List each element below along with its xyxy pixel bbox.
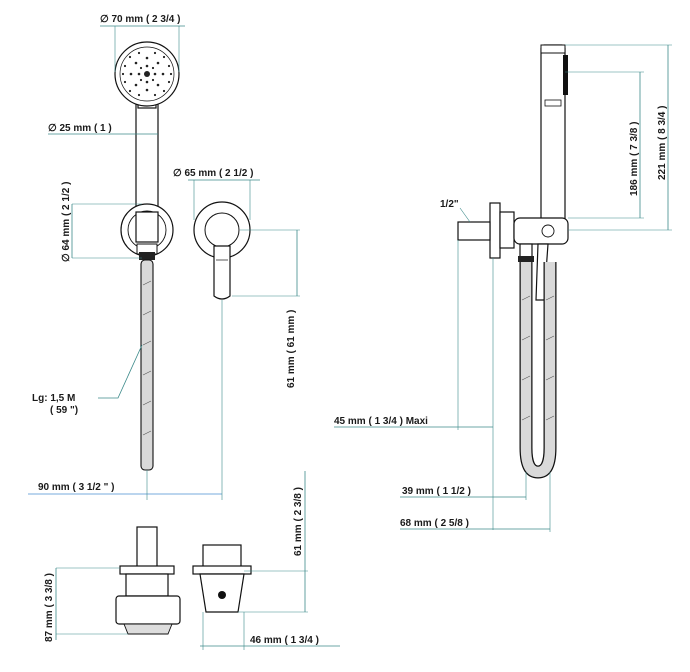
spacing-label: 90 mm ( 3 1/2 " ) <box>38 482 114 493</box>
holder-diameter-label: ∅ 64 mm ( 2 1/2 ) <box>61 182 72 262</box>
dimension-lines <box>28 25 672 650</box>
head-diameter-label: ∅ 70 mm ( 2 3/4 ) <box>100 14 180 25</box>
head-height-label: 186 mm ( 7 3/8 ) <box>629 122 640 196</box>
hose-length-label: Lg: 1,5 M <box>32 393 75 404</box>
hose-texture <box>142 280 152 436</box>
total-height-label: 221 mm ( 8 3/4 ) <box>657 106 668 180</box>
bottom-height-label: 61 mm ( 2 3/8 ) <box>293 487 304 556</box>
wall-outlet-front-view <box>193 201 251 300</box>
shower-head-nozzles <box>121 51 173 97</box>
outlet-depth-label: 61 mm ( 61 mm ) <box>286 310 297 388</box>
max-offset-label: 45 mm ( 1 3/4 ) Maxi <box>334 416 428 427</box>
total-depth-label: 68 mm ( 2 5/8 ) <box>400 518 469 529</box>
bottom-depth-label: 46 mm ( 1 3/4 ) <box>250 635 319 646</box>
bottom-total-label: 87 mm ( 3 3/8 ) <box>44 573 55 642</box>
thread-label: 1/2" <box>440 199 459 210</box>
bottom-view <box>115 526 252 635</box>
bottom-outlet <box>192 544 252 613</box>
side-view <box>457 44 569 479</box>
flange-diameter-label: ∅ 65 mm ( 2 1/2 ) <box>173 168 253 179</box>
handle-diameter-label: ∅ 25 mm ( 1 ) <box>48 123 112 134</box>
hose-length-inch-label: ( 59 ") <box>50 405 78 416</box>
hose-offset-label: 39 mm ( 1 1/2 ) <box>402 486 471 497</box>
hand-shower-front-view <box>114 41 180 471</box>
dimension-labels: ∅ 70 mm ( 2 3/4 ) ∅ 25 mm ( 1 ) ∅ 65 mm … <box>32 14 668 646</box>
